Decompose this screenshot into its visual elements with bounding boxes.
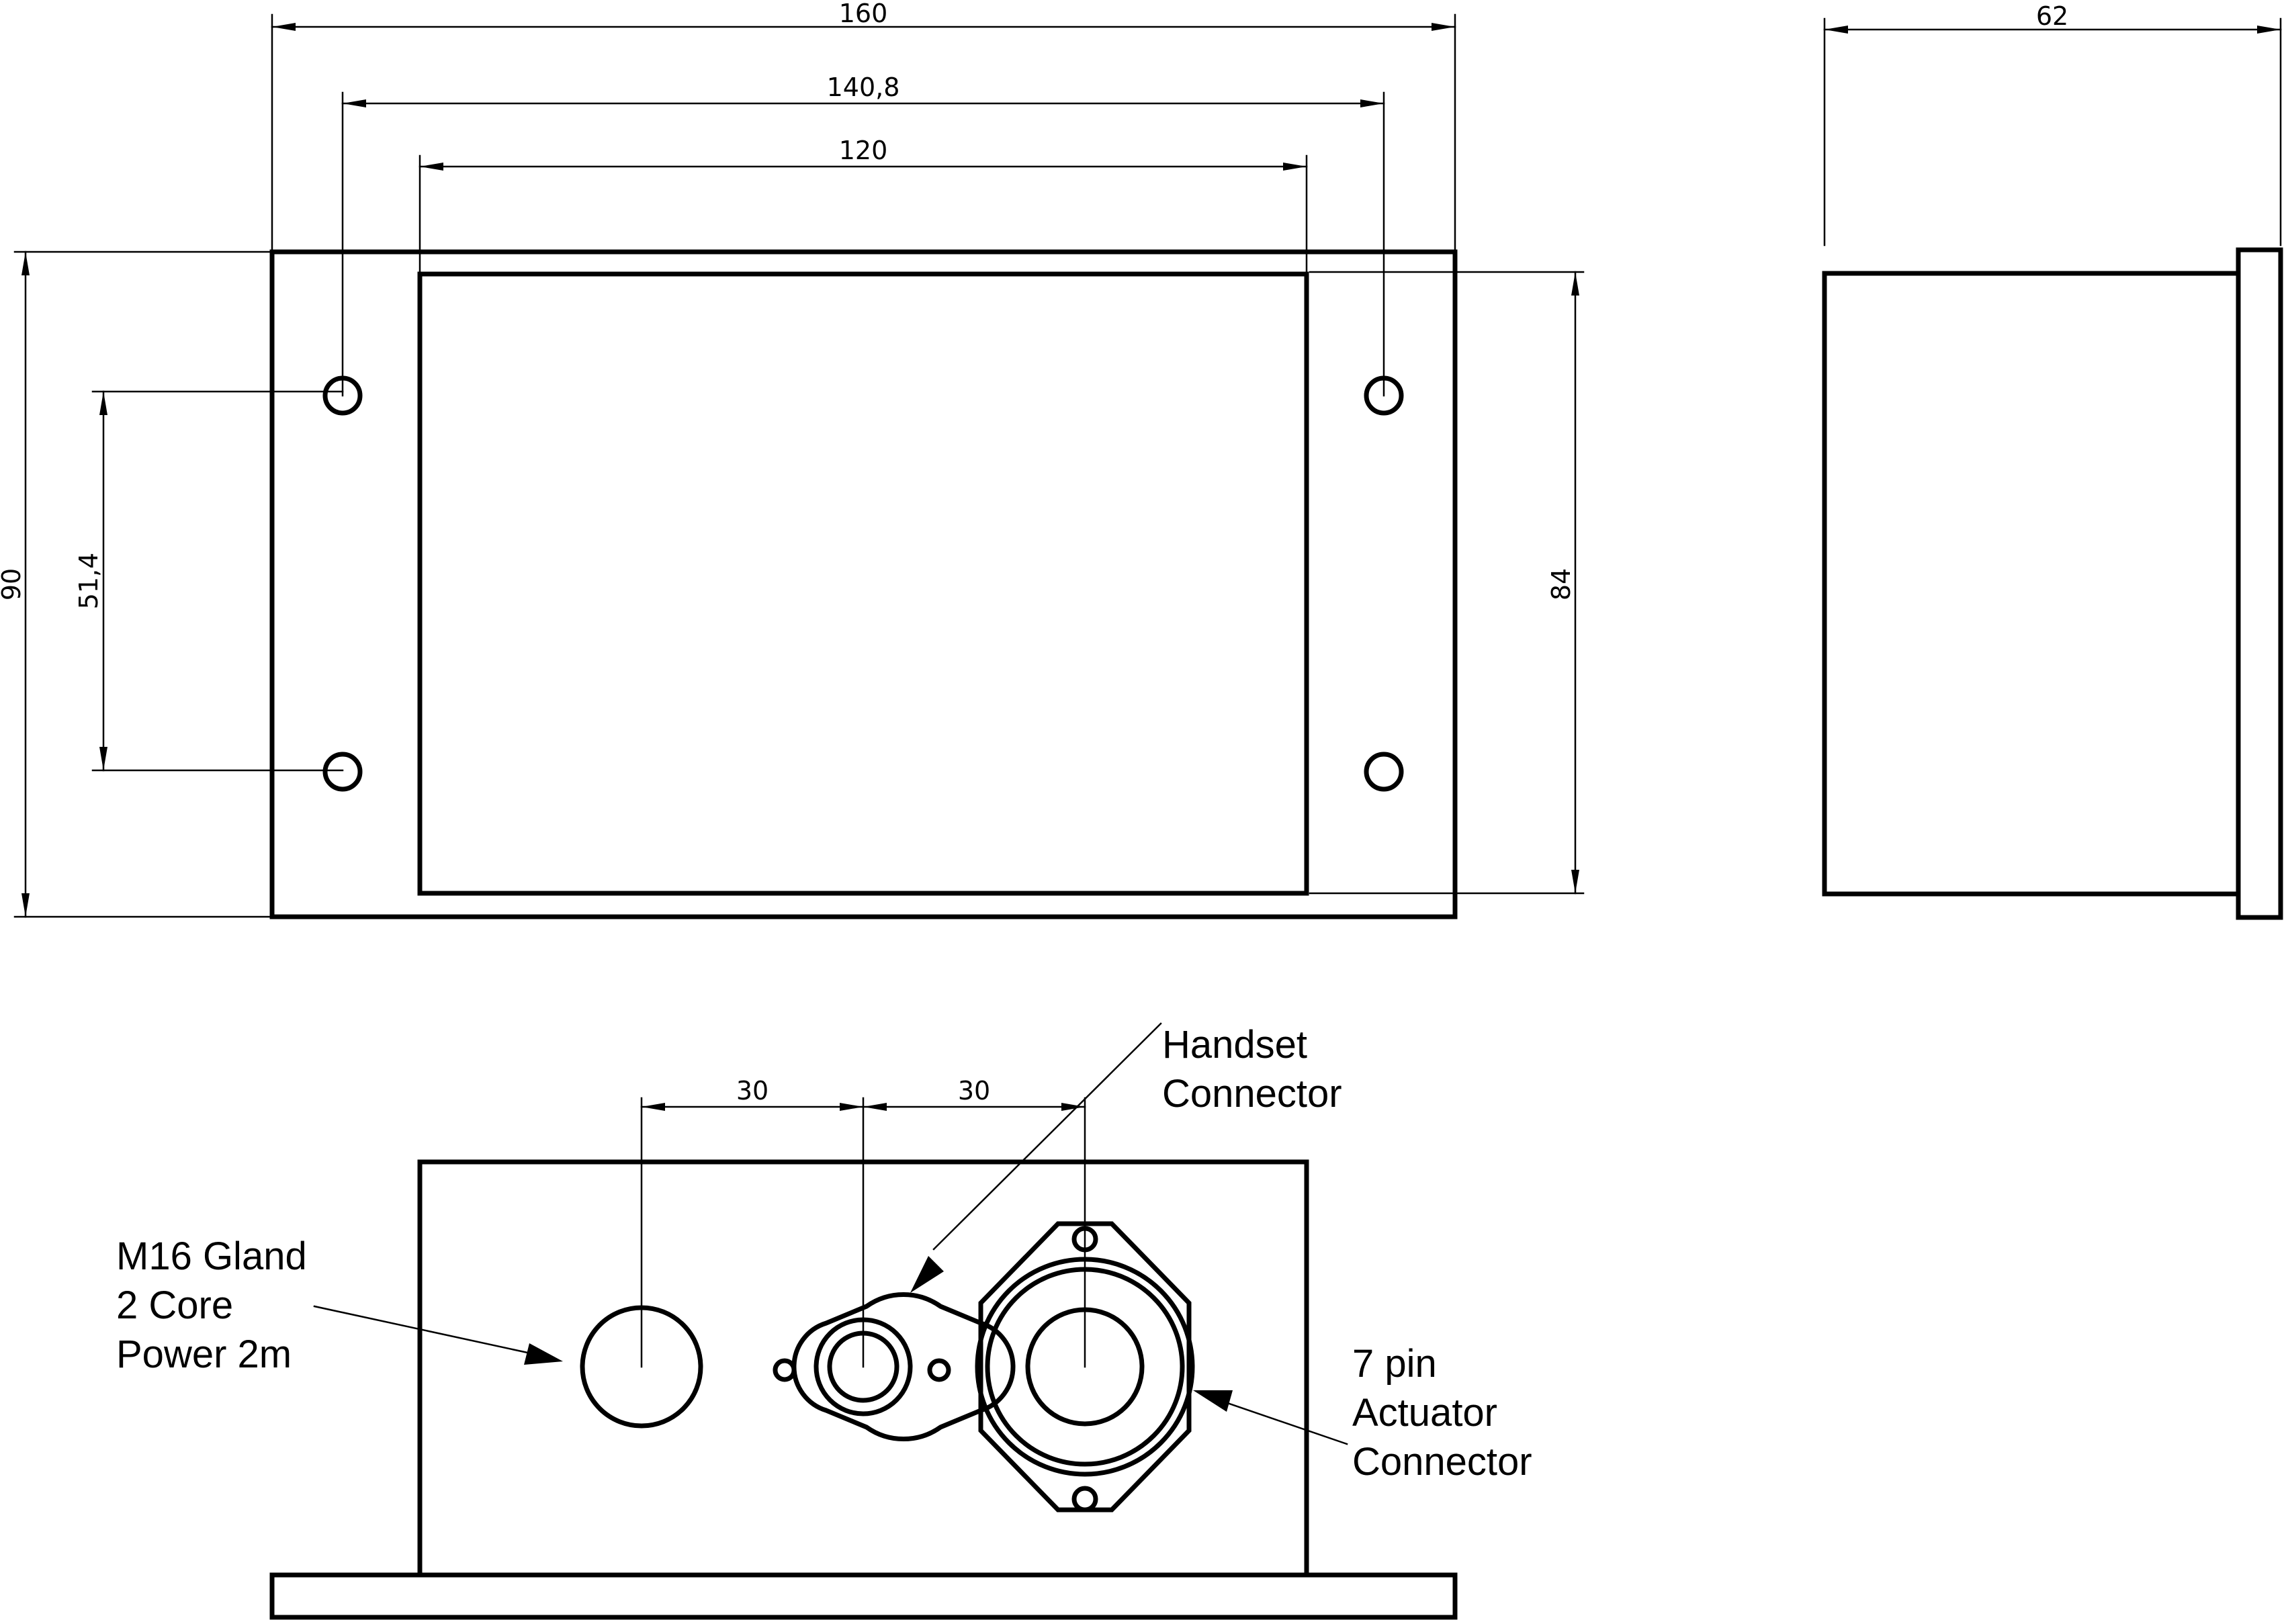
front-view <box>269 249 1458 919</box>
mounting-hole-bottom-left <box>322 752 363 792</box>
dimension-label-hole-spacing-x: 140,8 <box>827 73 900 102</box>
label-actuator-line1: 7 pin <box>1352 1342 1437 1386</box>
dimension-inner-height: 84 <box>1309 271 1585 895</box>
label-gland-line2: 2 Core <box>116 1283 233 1327</box>
dimension-overall-height: 90 <box>0 251 273 918</box>
label-actuator-line2: Actuator <box>1352 1391 1497 1435</box>
dimension-hole-spacing-y: 51,4 <box>74 390 344 772</box>
label-gland-line1: M16 Gland <box>116 1234 307 1278</box>
handset-screw-hole-right <box>927 1358 951 1382</box>
front-inner-panel <box>417 271 1309 896</box>
dimension-label-overall-width: 160 <box>839 0 888 28</box>
mounting-hole-bottom-right <box>1364 752 1404 792</box>
dimension-side-depth: 62 <box>1823 1 2282 246</box>
dimension-overall-width: 160 <box>271 0 1456 253</box>
actuator-screw-hole-bottom <box>1071 1486 1098 1513</box>
leader-actuator: 7 pin Actuator Connector <box>1193 1342 1532 1484</box>
label-actuator-line3: Connector <box>1352 1440 1532 1484</box>
dimension-inner-width: 120 <box>419 136 1308 275</box>
dimension-label-side-depth: 62 <box>2036 1 2068 31</box>
side-flange <box>2236 247 2283 920</box>
side-body <box>1822 271 2241 897</box>
dimension-connector-spacing: 30 30 <box>640 1076 1086 1368</box>
label-gland-line3: Power 2m <box>116 1333 292 1376</box>
dimension-label-hole-spacing-y: 51,4 <box>74 553 103 610</box>
dimension-label-spacing-right: 30 <box>958 1076 990 1106</box>
dimension-hole-spacing-x: 140,8 <box>341 73 1385 397</box>
leader-gland: M16 Gland 2 Core Power 2m <box>116 1234 563 1376</box>
dimension-label-spacing-left: 30 <box>736 1076 768 1106</box>
label-handset-line1: Handset <box>1162 1023 1307 1067</box>
handset-screw-hole-left <box>773 1358 797 1382</box>
dimension-label-inner-height: 84 <box>1546 568 1576 600</box>
base-plate <box>269 1572 1458 1620</box>
front-outer-frame <box>269 249 1458 919</box>
dimension-label-inner-width: 120 <box>839 136 888 165</box>
side-view <box>1822 247 2283 920</box>
dimension-label-overall-height: 90 <box>0 568 26 600</box>
label-handset-line2: Connector <box>1162 1072 1342 1116</box>
leader-handset: Handset Connector <box>910 1022 1342 1293</box>
